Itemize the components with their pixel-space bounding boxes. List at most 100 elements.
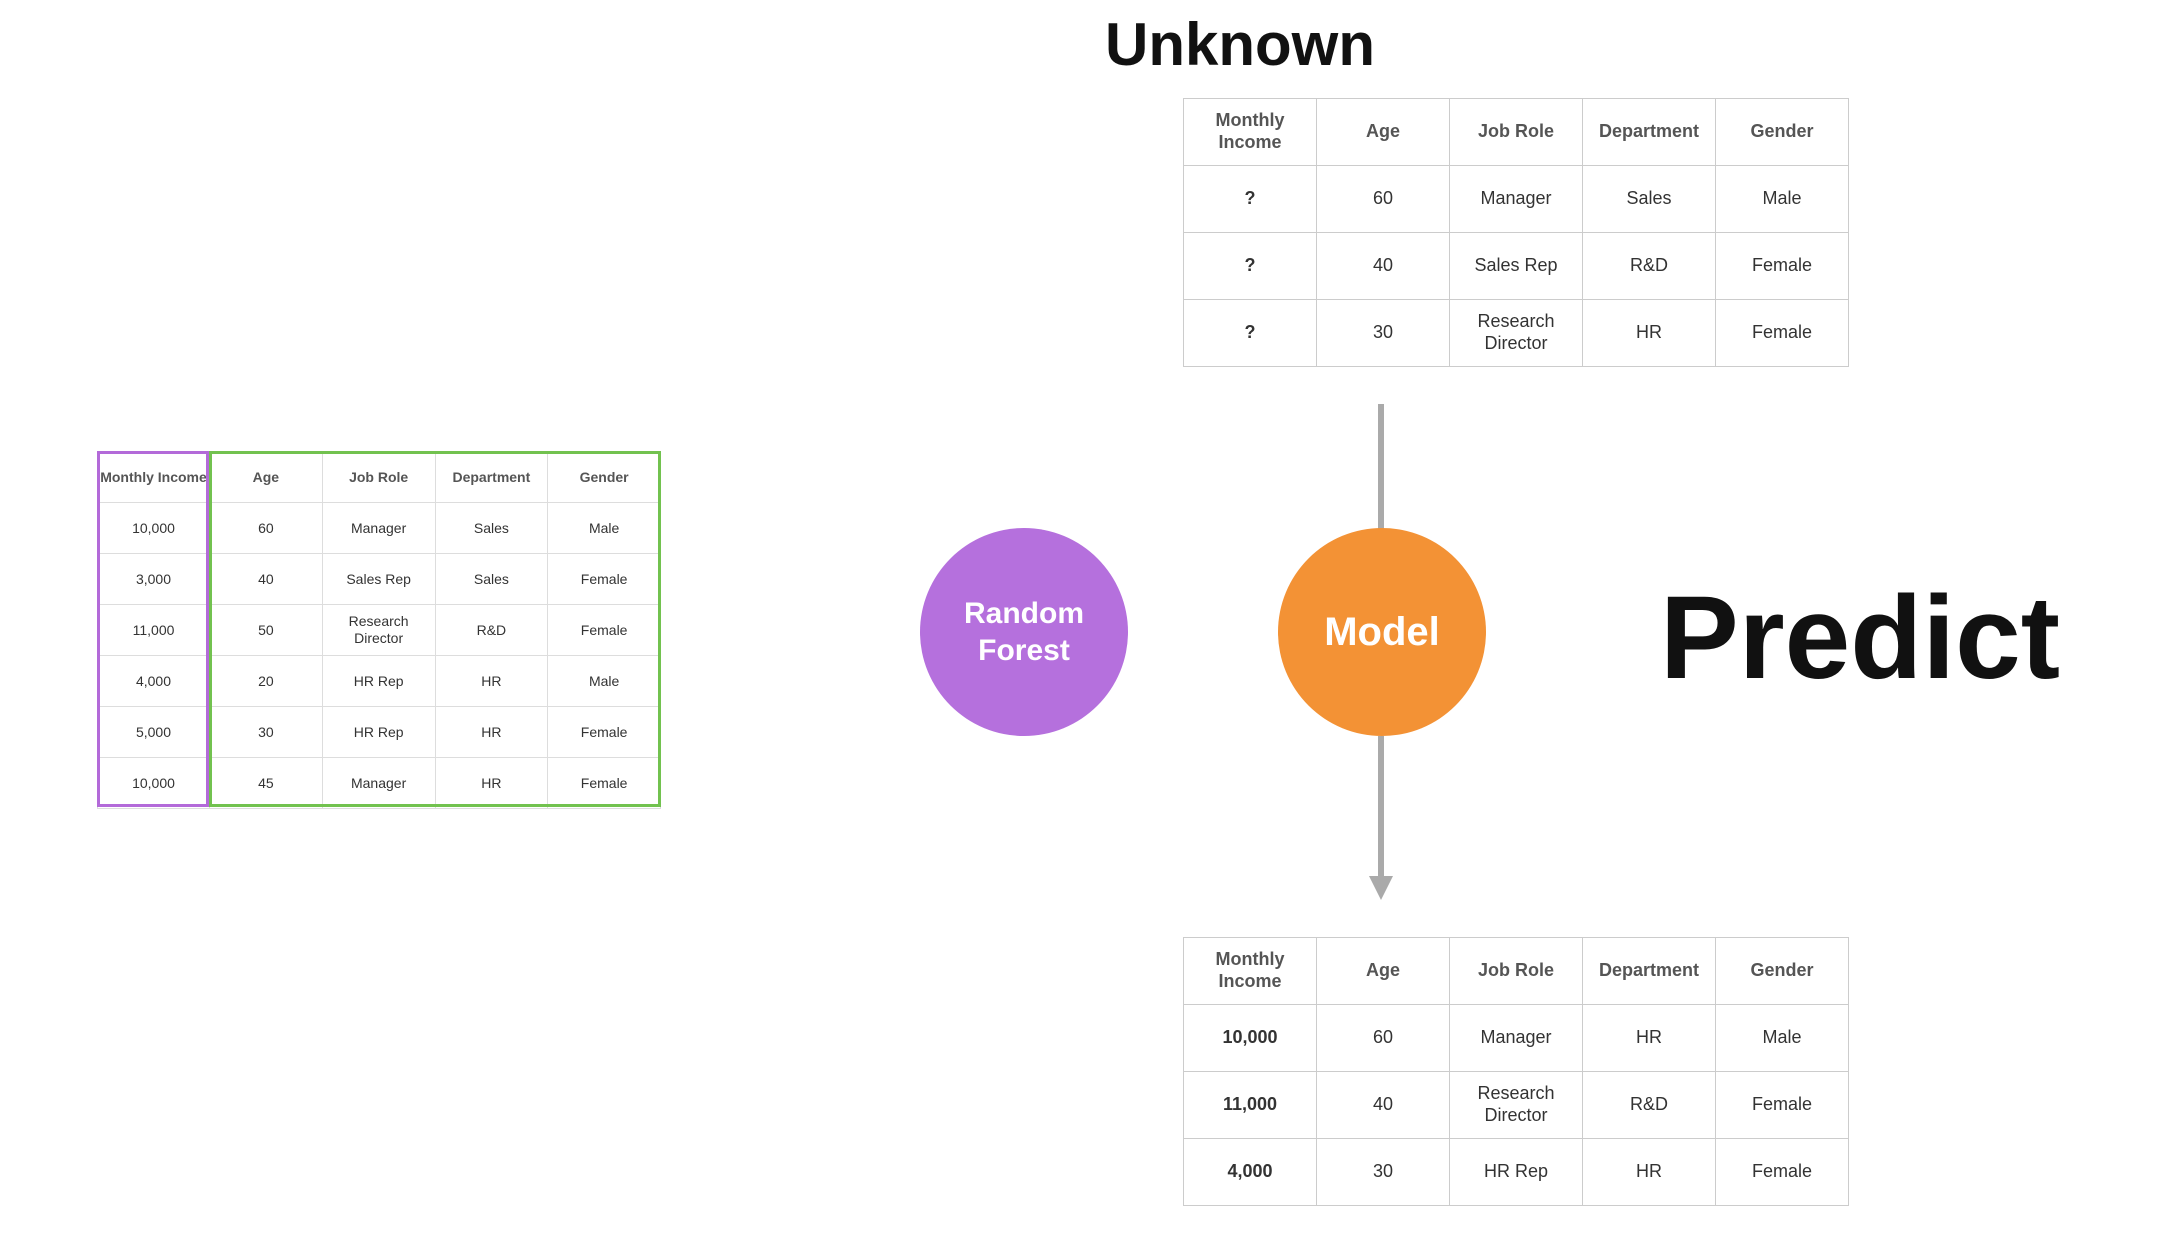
cell-gender: Female xyxy=(547,553,661,605)
table-row: 4,000 30 HR Rep HR Female xyxy=(1183,1138,1849,1206)
cell-age: 60 xyxy=(1316,1004,1450,1072)
cell-age: 30 xyxy=(209,706,323,758)
header-job-role: Job Role xyxy=(321,451,436,503)
cell-income-predicted: 11,000 xyxy=(1183,1071,1317,1139)
header-department: Department xyxy=(1582,98,1716,166)
cell-age: 40 xyxy=(209,553,323,605)
cell-job-role: Sales Rep xyxy=(321,553,436,605)
cell-department: HR xyxy=(434,757,549,809)
cell-job-role: Manager xyxy=(321,757,436,809)
header-job-role: Job Role xyxy=(1449,98,1583,166)
model-circle: Model xyxy=(1278,528,1486,736)
arrow-line-top xyxy=(1378,404,1384,530)
cell-age: 30 xyxy=(1316,1138,1450,1206)
cell-job-role: Manager xyxy=(321,502,436,554)
cell-gender: Female xyxy=(1715,232,1849,300)
table-row: 11,000 50 Research Director R&D Female xyxy=(97,604,661,656)
cell-department: R&D xyxy=(1582,232,1716,300)
cell-gender: Male xyxy=(1715,1004,1849,1072)
arrow-line-bottom xyxy=(1378,736,1384,876)
random-forest-label-line2: Forest xyxy=(978,634,1070,667)
cell-department: Sales xyxy=(1582,165,1716,233)
cell-income: 5,000 xyxy=(97,706,210,758)
cell-income-unknown: ? xyxy=(1183,299,1317,367)
header-gender: Gender xyxy=(1715,98,1849,166)
cell-age: 40 xyxy=(1316,1071,1450,1139)
cell-department: HR xyxy=(434,706,549,758)
cell-income-unknown: ? xyxy=(1183,232,1317,300)
cell-income: 3,000 xyxy=(97,553,210,605)
cell-income: 4,000 xyxy=(97,655,210,707)
cell-gender: Female xyxy=(547,757,661,809)
table-row: 10,000 60 Manager HR Male xyxy=(1183,1004,1849,1072)
header-age: Age xyxy=(209,451,323,503)
unknown-table: Monthly Income Age Job Role Department G… xyxy=(1183,98,1849,367)
cell-gender: Female xyxy=(547,706,661,758)
cell-department: Sales xyxy=(434,502,549,554)
table-row: 3,000 40 Sales Rep Sales Female xyxy=(97,553,661,605)
cell-gender: Female xyxy=(547,604,661,656)
cell-department: HR xyxy=(1582,1004,1716,1072)
cell-department: Sales xyxy=(434,553,549,605)
arrow-head-icon xyxy=(1369,876,1393,900)
cell-job-role: HR Rep xyxy=(321,655,436,707)
table-row: 5,000 30 HR Rep HR Female xyxy=(97,706,661,758)
cell-job-role: Research Director xyxy=(1449,299,1583,367)
cell-gender: Female xyxy=(1715,299,1849,367)
cell-job-role: Research Director xyxy=(1449,1071,1583,1139)
cell-age: 30 xyxy=(1316,299,1450,367)
cell-department: HR xyxy=(434,655,549,707)
cell-income: 10,000 xyxy=(97,757,210,809)
cell-age: 40 xyxy=(1316,232,1450,300)
header-gender: Gender xyxy=(547,451,661,503)
cell-department: R&D xyxy=(434,604,549,656)
table-row: 4,000 20 HR Rep HR Male xyxy=(97,655,661,707)
cell-income-unknown: ? xyxy=(1183,165,1317,233)
header-monthly-income: Monthly Income xyxy=(1183,937,1317,1005)
table-row: 10,000 45 Manager HR Female xyxy=(97,757,661,809)
predict-label: Predict xyxy=(1660,572,2061,704)
header-department: Department xyxy=(434,451,549,503)
cell-income: 11,000 xyxy=(97,604,210,656)
table-row: ? 60 Manager Sales Male xyxy=(1183,165,1849,233)
unknown-title: Unknown xyxy=(1105,11,1375,78)
cell-job-role: HR Rep xyxy=(1449,1138,1583,1206)
cell-gender: Male xyxy=(1715,165,1849,233)
predicted-table: Monthly Income Age Job Role Department G… xyxy=(1183,937,1849,1206)
training-table: Monthly Income Age Job Role Department G… xyxy=(97,451,661,809)
table-header-row: Monthly Income Age Job Role Department G… xyxy=(97,451,661,503)
cell-department: HR xyxy=(1582,1138,1716,1206)
table-header-row: Monthly Income Age Job Role Department G… xyxy=(1183,98,1849,166)
table-row: ? 30 Research Director HR Female xyxy=(1183,299,1849,367)
header-monthly-income: Monthly Income xyxy=(1183,98,1317,166)
cell-job-role: Sales Rep xyxy=(1449,232,1583,300)
table-row: 11,000 40 Research Director R&D Female xyxy=(1183,1071,1849,1139)
cell-age: 60 xyxy=(1316,165,1450,233)
header-age: Age xyxy=(1316,98,1450,166)
header-department: Department xyxy=(1582,937,1716,1005)
cell-gender: Female xyxy=(1715,1071,1849,1139)
model-label: Model xyxy=(1324,609,1440,654)
cell-age: 60 xyxy=(209,502,323,554)
cell-gender: Female xyxy=(1715,1138,1849,1206)
random-forest-label-line1: Random xyxy=(964,596,1084,630)
cell-income-predicted: 4,000 xyxy=(1183,1138,1317,1206)
header-age: Age xyxy=(1316,937,1450,1005)
header-gender: Gender xyxy=(1715,937,1849,1005)
cell-income: 10,000 xyxy=(97,502,210,554)
cell-department: HR xyxy=(1582,299,1716,367)
table-row: 10,000 60 Manager Sales Male xyxy=(97,502,661,554)
cell-age: 50 xyxy=(209,604,323,656)
cell-job-role: Research Director xyxy=(321,604,436,656)
table-header-row: Monthly Income Age Job Role Department G… xyxy=(1183,937,1849,1005)
header-monthly-income: Monthly Income xyxy=(97,451,210,503)
cell-gender: Male xyxy=(547,655,661,707)
cell-job-role: HR Rep xyxy=(321,706,436,758)
table-row: ? 40 Sales Rep R&D Female xyxy=(1183,232,1849,300)
cell-gender: Male xyxy=(547,502,661,554)
cell-department: R&D xyxy=(1582,1071,1716,1139)
cell-job-role: Manager xyxy=(1449,1004,1583,1072)
header-job-role: Job Role xyxy=(1449,937,1583,1005)
random-forest-circle: Random Forest xyxy=(920,528,1128,736)
cell-job-role: Manager xyxy=(1449,165,1583,233)
